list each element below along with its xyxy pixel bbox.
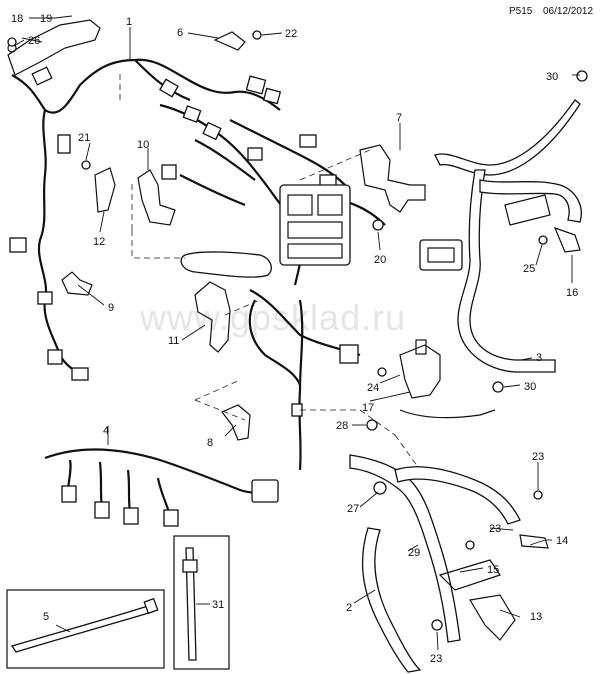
callout-1: 1: [126, 16, 132, 28]
callout-13: 13: [530, 611, 542, 623]
callout-12: 12: [93, 236, 105, 248]
callout-3: 3: [536, 352, 542, 364]
callout-25: 25: [523, 263, 535, 275]
battery-cable-negative: [349, 409, 549, 673]
callout-6: 6: [177, 27, 183, 39]
callout-5: 5: [43, 611, 49, 623]
inset-strap: [173, 535, 230, 670]
battery-cable-positive: [419, 99, 582, 373]
callout-18: 18: [11, 13, 23, 25]
callout-26: 26: [28, 35, 40, 47]
callout-23-lower: 23: [430, 653, 442, 665]
callout-15: 15: [487, 564, 499, 576]
callout-9: 9: [108, 302, 114, 314]
engine-harness: [9, 58, 386, 471]
callout-29: 29: [408, 547, 420, 559]
callout-30-upper: 30: [546, 71, 558, 83]
injector-harness: [44, 448, 279, 527]
callout-28: 28: [336, 420, 348, 432]
callout-24: 24: [367, 382, 379, 394]
callout-27: 27: [347, 503, 359, 515]
callout-11: 11: [168, 335, 179, 347]
callout-19: 19: [40, 13, 52, 25]
callout-23-middle: 23: [489, 523, 501, 535]
callout-30-lower: 30: [524, 381, 536, 393]
callout-22: 22: [285, 28, 297, 40]
callout-20: 20: [374, 254, 386, 266]
bracket-parts: [7, 19, 441, 441]
watermark: www.gpsklad.ru: [139, 297, 406, 338]
reference-lines: [119, 70, 421, 471]
callout-10: 10: [137, 139, 149, 151]
callout-2: 2: [346, 602, 352, 614]
callout-31: 31: [212, 599, 224, 611]
callout-17: 17: [362, 402, 374, 414]
callout-4: 4: [103, 425, 109, 437]
fasteners: [7, 30, 588, 631]
callout-21: 21: [78, 132, 90, 144]
callout-16: 16: [566, 287, 578, 299]
page-date: 06/12/2012: [543, 6, 593, 17]
callout-23-upper: 23: [532, 451, 544, 463]
callout-8: 8: [207, 437, 213, 449]
callout-14: 14: [556, 535, 568, 547]
callout-7: 7: [396, 112, 402, 124]
leader-lines: [13, 15, 580, 651]
inset-cable-tie: [6, 589, 165, 669]
page-code: P515: [509, 6, 533, 17]
callout-labels: 1 2 3 4 5 6 7 8 9 10 11 12 13 14 15 16 1…: [11, 13, 578, 665]
